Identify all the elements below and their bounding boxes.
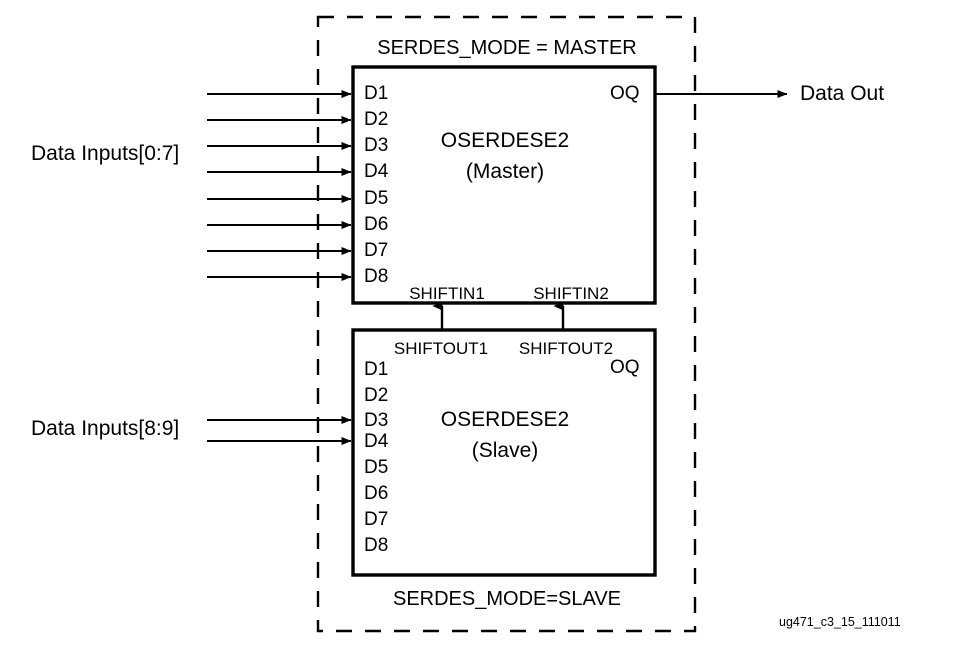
- figure-id-caption: ug471_c3_15_111011: [779, 615, 901, 629]
- master-block-title: OSERDESE2: [440, 129, 570, 152]
- master-pin-d3: D3: [364, 135, 389, 156]
- slave-shiftout2-label: SHIFTOUT2: [518, 339, 614, 358]
- serdes-mode-master-label: SERDES_MODE = MASTER: [377, 37, 637, 59]
- master-pin-d1: D1: [364, 83, 389, 104]
- slave-pin-d3: D3: [364, 410, 389, 431]
- slave-pin-d4: D4: [364, 431, 389, 452]
- serdes-mode-slave-label: SERDES_MODE=SLAVE: [392, 588, 622, 610]
- master-pin-d4: D4: [364, 161, 389, 182]
- serdes-group-boundary: [316, 15, 697, 633]
- slave-pin-d6: D6: [364, 483, 389, 504]
- master-pin-d2: D2: [364, 109, 389, 130]
- master-data-inputs-label: Data Inputs[0:7]: [31, 142, 180, 165]
- slave-block-subtitle: (Slave): [471, 439, 539, 462]
- slave-shiftout1-label: SHIFTOUT1: [393, 339, 489, 358]
- slave-data-inputs-label: Data Inputs[8:9]: [31, 417, 180, 440]
- master-pin-d7: D7: [364, 240, 389, 261]
- slave-pin-d2: D2: [364, 385, 389, 406]
- master-pin-d6: D6: [364, 214, 389, 235]
- master-pin-oq: OQ: [610, 83, 640, 104]
- slave-pin-d1: D1: [364, 359, 389, 380]
- master-input-lines: [207, 90, 352, 281]
- slave-pin-oq: OQ: [610, 357, 640, 378]
- slave-pin-d5: D5: [364, 457, 389, 478]
- slave-block-title: OSERDESE2: [440, 408, 570, 431]
- slave-pin-d7: D7: [364, 509, 389, 530]
- master-pin-d8: D8: [364, 266, 389, 287]
- slave-pin-d8: D8: [364, 535, 389, 556]
- master-pin-d5: D5: [364, 188, 389, 209]
- master-shiftin2-label: SHIFTIN2: [533, 284, 609, 303]
- slave-input-lines: [207, 416, 352, 445]
- master-block-outline: [351, 65, 657, 305]
- data-out-label: Data Out: [800, 82, 885, 105]
- shift-chain-arrows: [432, 301, 565, 330]
- master-shiftin1-label: SHIFTIN1: [409, 284, 485, 303]
- slave-block-outline: [351, 328, 657, 577]
- master-block-subtitle: (Master): [465, 160, 545, 183]
